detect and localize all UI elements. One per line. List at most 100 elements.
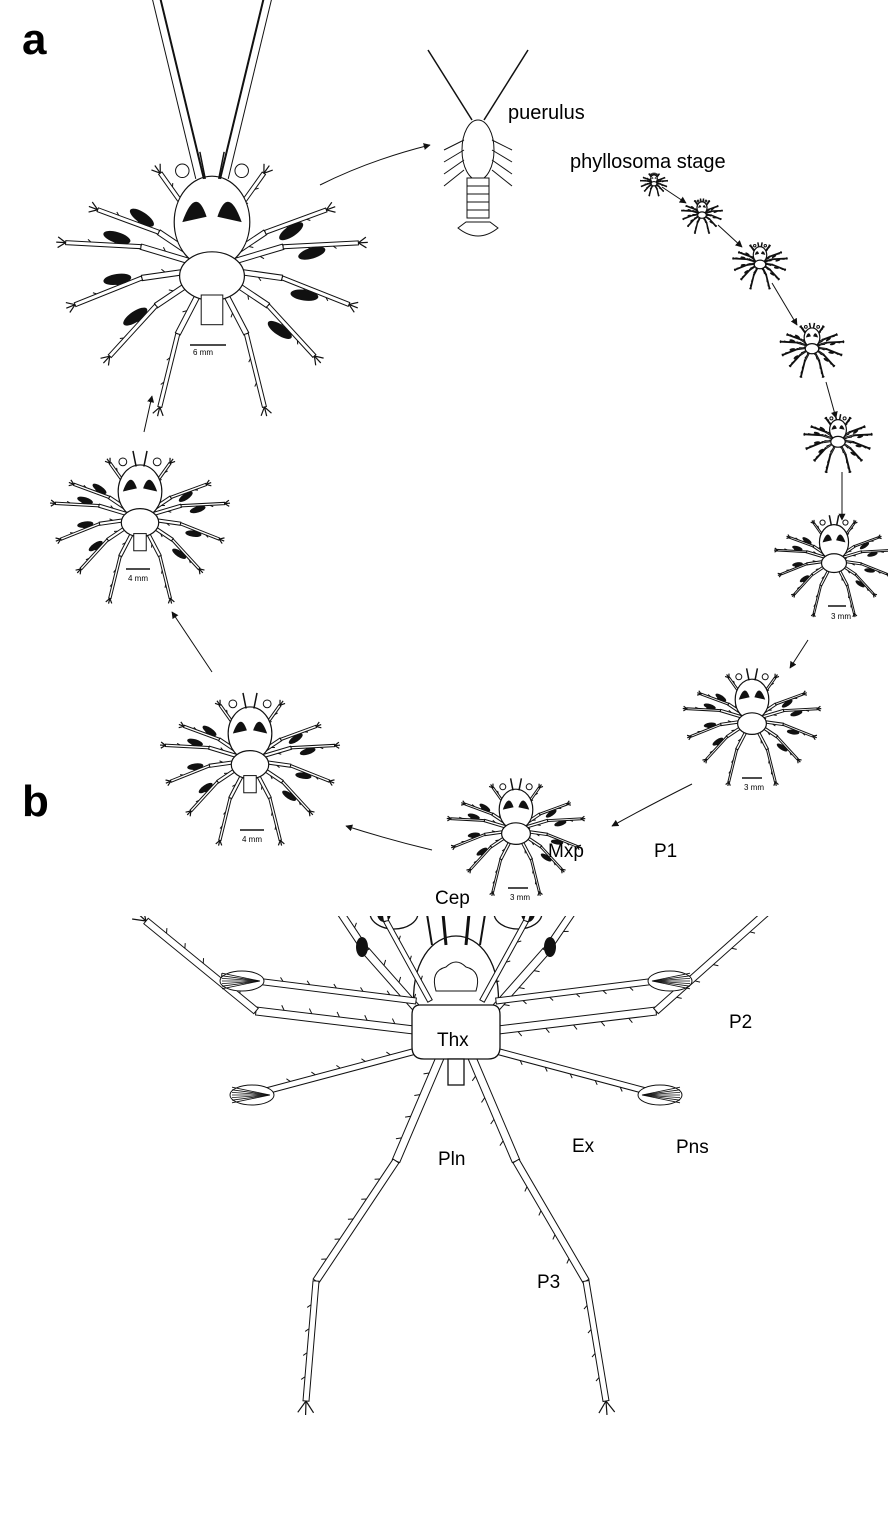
- scale-label-left-lower: 4 mm: [242, 836, 262, 844]
- eye-stalk: [651, 174, 652, 175]
- larva-leg-distal: [750, 275, 754, 288]
- larva-leg-distal: [772, 264, 784, 269]
- larva-leg-distal: [219, 798, 232, 841]
- thorax: [180, 252, 245, 301]
- scale-label-large-adult: 6 mm: [193, 349, 213, 357]
- arrow-stage-10-11: [144, 396, 152, 432]
- eye-stalk: [830, 417, 833, 420]
- scale-label-left-middle: 4 mm: [128, 575, 148, 583]
- eye-stalk: [656, 174, 657, 175]
- pereiopod-1-right-distal: [543, 916, 651, 953]
- larva-leg-distal: [269, 798, 282, 841]
- pereiopod-3-left-distal: [303, 1281, 319, 1401]
- antennule-b: [480, 916, 492, 945]
- larva-leg-distal: [801, 361, 806, 376]
- antenna: [809, 323, 810, 329]
- eye-stalk: [235, 164, 249, 178]
- antenna: [840, 414, 841, 420]
- larva-leg-distal: [281, 276, 349, 306]
- thorax: [738, 713, 767, 735]
- pereiopod-3-left: [392, 1051, 445, 1162]
- eye-stalk-right: [494, 916, 542, 929]
- eye-stalk: [820, 520, 825, 525]
- phyllosoma-stage-4: [780, 323, 845, 378]
- arrow-stage-6-7: [790, 640, 808, 668]
- larva-leg-distal: [826, 455, 831, 471]
- arrow-stage-8-9: [346, 826, 432, 850]
- puerulus-drawing: [428, 50, 528, 236]
- scale-label-bottom-center: 3 mm: [510, 894, 530, 902]
- larva-leg-distal: [158, 333, 180, 407]
- pleon-b: [448, 1059, 464, 1085]
- larva-leg-distal: [766, 749, 776, 782]
- larva-leg-distal: [180, 523, 219, 541]
- phyllosoma-stage-2: [681, 199, 723, 234]
- puerulus-segment: [467, 194, 489, 202]
- larva-leg-distal: [109, 556, 122, 599]
- larva-leg-distal: [530, 859, 540, 892]
- label-thx: Thx: [437, 1031, 469, 1050]
- eye-stalk: [229, 700, 237, 708]
- eye-stalk: [764, 245, 766, 247]
- long-antenna: [147, 0, 204, 179]
- eye-stalk: [697, 200, 699, 202]
- phyllosoma-stage-label: phyllosoma stage: [570, 152, 726, 172]
- eye-stalk: [736, 674, 742, 680]
- label-ex: Ex: [572, 1137, 594, 1156]
- eye-stalk: [153, 458, 161, 466]
- long-antenna: [220, 0, 277, 179]
- abdomen: [134, 534, 146, 551]
- antenna: [254, 693, 257, 709]
- plumose-setae: [638, 1085, 682, 1105]
- phyllosoma-stage-3: [732, 242, 787, 289]
- puerulus-segment: [467, 202, 489, 210]
- pereiopod-1-left-distal: [263, 916, 369, 953]
- phyllosoma-stage-8: [447, 778, 585, 895]
- arrow-stage-2-3: [718, 225, 742, 247]
- label-p2: P2: [729, 1013, 752, 1032]
- phyllosoma-stage-9: [160, 693, 340, 846]
- eye-stalk: [843, 520, 848, 525]
- thorax: [121, 509, 158, 537]
- thorax: [651, 182, 657, 186]
- pereiopod-2-left-distal: [144, 918, 258, 1013]
- eye-stalk: [804, 325, 807, 328]
- larva-leg-distal: [826, 349, 840, 355]
- abdomen: [244, 776, 256, 793]
- setae-tuft: [544, 937, 556, 957]
- label-p1: P1: [654, 842, 677, 861]
- puerulus-tail: [458, 222, 498, 236]
- thorax: [754, 260, 766, 269]
- arrow-to-puerulus: [320, 145, 430, 185]
- pereiopod-2-right-distal: [654, 916, 769, 1014]
- arrow-stage-7-8: [612, 784, 692, 826]
- puerulus-label: puerulus: [508, 103, 585, 123]
- eye-stalk-left: [370, 916, 418, 929]
- label-pln: Pln: [438, 1150, 465, 1169]
- panel-a-lifecycle-diagram: [0, 0, 888, 920]
- label-p3: P3: [537, 1273, 560, 1292]
- antenna: [761, 242, 762, 247]
- larva-leg-distal: [290, 765, 329, 783]
- antenna: [837, 515, 839, 525]
- eye-stalk: [762, 674, 768, 680]
- larva-leg-distal: [728, 749, 738, 782]
- larva-leg-distal: [853, 442, 868, 449]
- label-mxp: Mxp: [548, 842, 584, 861]
- thorax: [502, 823, 531, 845]
- thorax: [831, 436, 845, 447]
- puerulus-leg: [492, 140, 512, 150]
- exopod-left-lower: [265, 1048, 417, 1094]
- eye-stalk: [754, 245, 756, 247]
- scale-label-right-lower: 3 mm: [744, 784, 764, 792]
- pereiopod-3-left-mid: [313, 1159, 399, 1283]
- puerulus-leg: [492, 150, 512, 162]
- label-cep: Cep: [435, 889, 470, 908]
- label-pns: Pns: [676, 1138, 709, 1157]
- puerulus-segment: [467, 210, 489, 218]
- antenna: [755, 668, 757, 680]
- arrow-stage-9-10: [172, 612, 212, 672]
- abdomen: [201, 295, 223, 325]
- antennule-b: [420, 916, 432, 945]
